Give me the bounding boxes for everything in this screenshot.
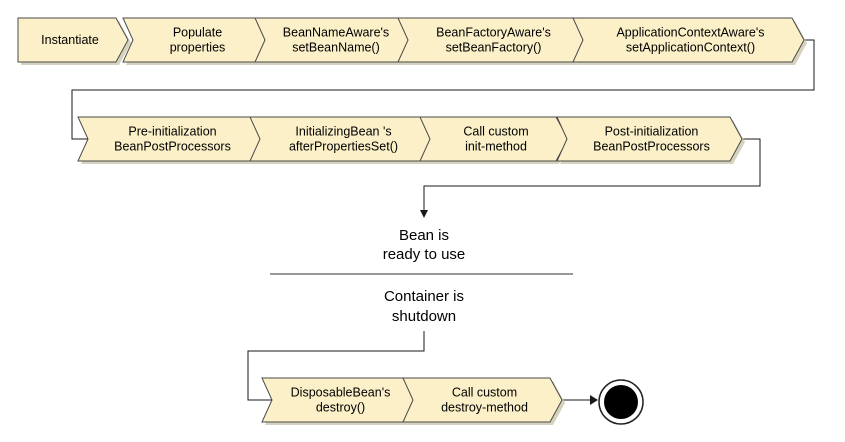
step-label: Call custom (463, 125, 528, 139)
step-label: BeanPostProcessors (114, 140, 231, 154)
step-shape (402, 377, 563, 423)
step-shape (572, 17, 805, 63)
step-shape (17, 17, 129, 63)
ready-line2: ready to use (383, 246, 466, 263)
step-label: BeanFactoryAware's (436, 26, 551, 40)
end-state-icon (598, 379, 644, 425)
step-label: Post-initialization (605, 125, 699, 139)
step-label: Pre-initialization (128, 125, 216, 139)
step-label: destroy() (316, 401, 365, 415)
step-label: Call custom (452, 386, 517, 400)
step-label: Instantiate (41, 33, 99, 47)
ready-line1: Bean is (399, 227, 449, 244)
step-label: afterPropertiesSet() (289, 140, 398, 154)
step-label: destroy-method (441, 401, 528, 415)
step-shape (556, 116, 743, 162)
step-shape (419, 116, 569, 162)
row1-step-4: ApplicationContextAware'ssetApplicationC… (572, 17, 807, 65)
arrowhead-ready (420, 210, 428, 218)
step-label: setBeanName() (292, 41, 380, 55)
step-label: ApplicationContextAware's (616, 26, 764, 40)
step-label: InitializingBean 's (295, 125, 391, 139)
connectors (71, 39, 815, 405)
connector-shutdown-to-row3 (247, 331, 425, 401)
step-label: setApplicationContext() (626, 41, 755, 55)
shutdown-line1: Container is (384, 288, 464, 305)
step-label: DisposableBean's (291, 386, 391, 400)
step-label: BeanNameAware's (283, 26, 389, 40)
arrowhead-end (590, 395, 598, 405)
row-instantiation: InstantiatePopulatepropertiesBeanNameAwa… (17, 17, 807, 65)
step-label: BeanPostProcessors (593, 140, 710, 154)
step-label: init-method (465, 140, 527, 154)
connector-row2-to-ready (423, 138, 761, 214)
connector-row1-to-row2 (71, 39, 815, 140)
step-label: properties (170, 41, 226, 55)
row-initialization: Pre-initializationBeanPostProcessorsInit… (77, 116, 745, 164)
row1-step-0: Instantiate (17, 17, 131, 65)
step-label: setBeanFactory() (446, 41, 542, 55)
step-label: Populate (173, 26, 222, 40)
shutdown-line2: shutdown (392, 308, 456, 325)
